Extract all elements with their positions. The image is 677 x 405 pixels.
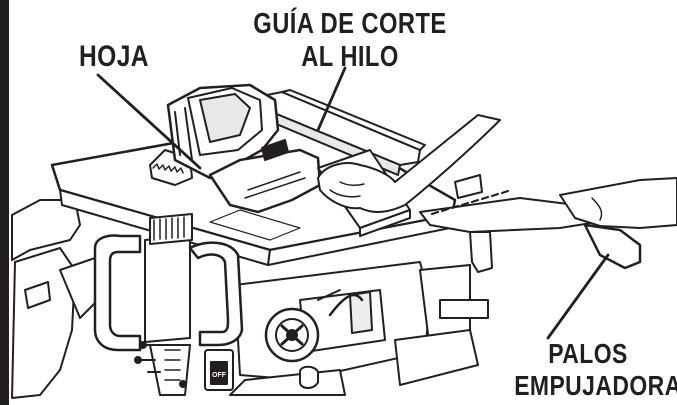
power-switch: OFF [204, 349, 234, 391]
label-push-sticks-line2: EMPUJADORA [514, 370, 677, 401]
switch-off-text: OFF [212, 372, 227, 379]
leader-line-push-sticks [546, 253, 610, 340]
page-edge-bar [0, 0, 9, 405]
label-rip-fence-line2: AL HILO [301, 41, 399, 73]
blade-height-wheel [264, 289, 364, 389]
leader-lines [96, 66, 610, 340]
label-blade: HOJA [78, 40, 149, 73]
label-rip-fence: GUÍA DE CORTE AL HILO [252, 10, 449, 72]
right-hand [559, 177, 677, 229]
leader-line-blade [96, 73, 202, 170]
push-stick [419, 174, 642, 273]
label-push-sticks-line1: PALOS [548, 338, 628, 369]
label-push-sticks: PALOS EMPUJADORA [514, 338, 677, 401]
blade-assembly [149, 83, 322, 214]
label-rip-fence-line1: GUÍA DE CORTE [253, 8, 447, 40]
carry-handle [93, 213, 244, 396]
left-hand [317, 114, 501, 213]
bolts [134, 341, 187, 388]
leader-line-rip-fence [316, 66, 347, 132]
